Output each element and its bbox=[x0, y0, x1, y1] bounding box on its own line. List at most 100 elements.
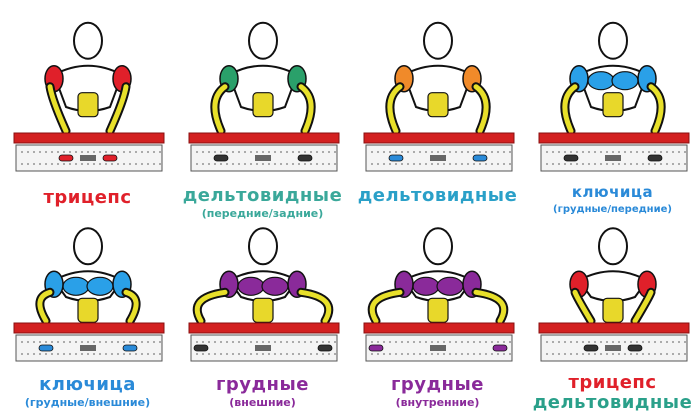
handle-left bbox=[388, 154, 404, 162]
grid-dot bbox=[135, 163, 137, 165]
grid-dot bbox=[636, 163, 638, 165]
grid-dot bbox=[256, 353, 258, 355]
caption-line-1: грудные bbox=[216, 374, 309, 395]
grid-dot bbox=[45, 163, 47, 165]
grid-dot bbox=[582, 353, 584, 355]
pushup-figure bbox=[13, 227, 165, 362]
grid-dot bbox=[642, 341, 644, 343]
grid-dot bbox=[413, 151, 415, 153]
grid-dot bbox=[570, 353, 572, 355]
grid-dot bbox=[99, 151, 101, 153]
caption-line-2: (внешние) bbox=[229, 396, 296, 409]
grid-dot bbox=[202, 353, 204, 355]
pushup-figure bbox=[538, 227, 690, 362]
grid-dot bbox=[552, 163, 554, 165]
grid-dot bbox=[310, 163, 312, 165]
grid-dot bbox=[33, 151, 35, 153]
grid-dot bbox=[503, 341, 505, 343]
grid-dot bbox=[455, 151, 457, 153]
grid-dot bbox=[286, 341, 288, 343]
grid-dot bbox=[485, 163, 487, 165]
grid-dot bbox=[648, 341, 650, 343]
grid-dot bbox=[377, 163, 379, 165]
grid-dot bbox=[660, 341, 662, 343]
grid-dot bbox=[564, 341, 566, 343]
grid-dot bbox=[612, 151, 614, 153]
device-logo bbox=[80, 155, 96, 161]
chest-muscle-left bbox=[62, 276, 90, 296]
grid-dot bbox=[117, 341, 119, 343]
grid-dot bbox=[371, 151, 373, 153]
grid-dot bbox=[316, 151, 318, 153]
handle-left bbox=[38, 344, 54, 352]
grid-dot bbox=[244, 353, 246, 355]
grid-dot bbox=[51, 341, 53, 343]
grid-dot bbox=[238, 353, 240, 355]
grid-dot bbox=[328, 341, 330, 343]
grid-dot bbox=[588, 341, 590, 343]
grid-dot bbox=[449, 341, 451, 343]
abs bbox=[602, 297, 624, 323]
grid-dot bbox=[479, 163, 481, 165]
grid-dot bbox=[455, 163, 457, 165]
grid-dot bbox=[371, 163, 373, 165]
grid-dot bbox=[147, 353, 149, 355]
grid-dot bbox=[660, 163, 662, 165]
torso bbox=[227, 64, 299, 112]
grid-dot bbox=[214, 151, 216, 153]
caption-line-2: (передние/задние) bbox=[201, 207, 324, 220]
grid-dot bbox=[678, 341, 680, 343]
grid-dot bbox=[383, 341, 385, 343]
grid-dot bbox=[509, 341, 511, 343]
panel-clavicle-chest-outer: ключица (грудные/внешние) bbox=[0, 210, 175, 420]
grid-dot bbox=[316, 353, 318, 355]
panel-caption: грудные (внешние) bbox=[175, 374, 350, 410]
grid-dot bbox=[159, 353, 161, 355]
device-logo bbox=[430, 345, 446, 351]
grid-dot bbox=[443, 163, 445, 165]
grid-dot bbox=[256, 341, 258, 343]
grid-dot bbox=[310, 353, 312, 355]
grid-dot bbox=[401, 341, 403, 343]
grid-dot bbox=[117, 151, 119, 153]
grid-dot bbox=[232, 163, 234, 165]
grid-dot bbox=[214, 163, 216, 165]
grid-dot bbox=[87, 163, 89, 165]
arm-left bbox=[369, 289, 403, 324]
head bbox=[423, 21, 453, 60]
arm-right bbox=[123, 289, 139, 324]
grid-dot bbox=[467, 163, 469, 165]
grid-dot bbox=[509, 353, 511, 355]
grid-dot bbox=[473, 341, 475, 343]
grid-dot bbox=[45, 353, 47, 355]
grid-dot bbox=[467, 341, 469, 343]
grid-dot bbox=[75, 353, 77, 355]
grid-dot bbox=[624, 163, 626, 165]
grid-dot bbox=[196, 151, 198, 153]
grid-dot bbox=[69, 163, 71, 165]
handle-right bbox=[122, 344, 138, 352]
grid-dot bbox=[383, 151, 385, 153]
grid-dot bbox=[576, 151, 578, 153]
grid-dot bbox=[111, 151, 113, 153]
caption-line-1: трицепс bbox=[568, 372, 657, 393]
grid-dot bbox=[141, 151, 143, 153]
grid-dot bbox=[244, 151, 246, 153]
grid-dot bbox=[636, 353, 638, 355]
grid-dot bbox=[509, 163, 511, 165]
head bbox=[598, 227, 628, 266]
grid-dot bbox=[479, 341, 481, 343]
grid-dot bbox=[443, 151, 445, 153]
grid-dot bbox=[678, 353, 680, 355]
grid-dot bbox=[648, 151, 650, 153]
handle-right bbox=[647, 154, 663, 162]
grid-dot bbox=[558, 151, 560, 153]
grid-dot bbox=[310, 151, 312, 153]
grid-dot bbox=[268, 151, 270, 153]
device-logo bbox=[80, 345, 96, 351]
grid-dot bbox=[443, 353, 445, 355]
grid-dot bbox=[262, 341, 264, 343]
grid-dot bbox=[431, 163, 433, 165]
grid-dot bbox=[334, 151, 336, 153]
grid-dot bbox=[304, 341, 306, 343]
